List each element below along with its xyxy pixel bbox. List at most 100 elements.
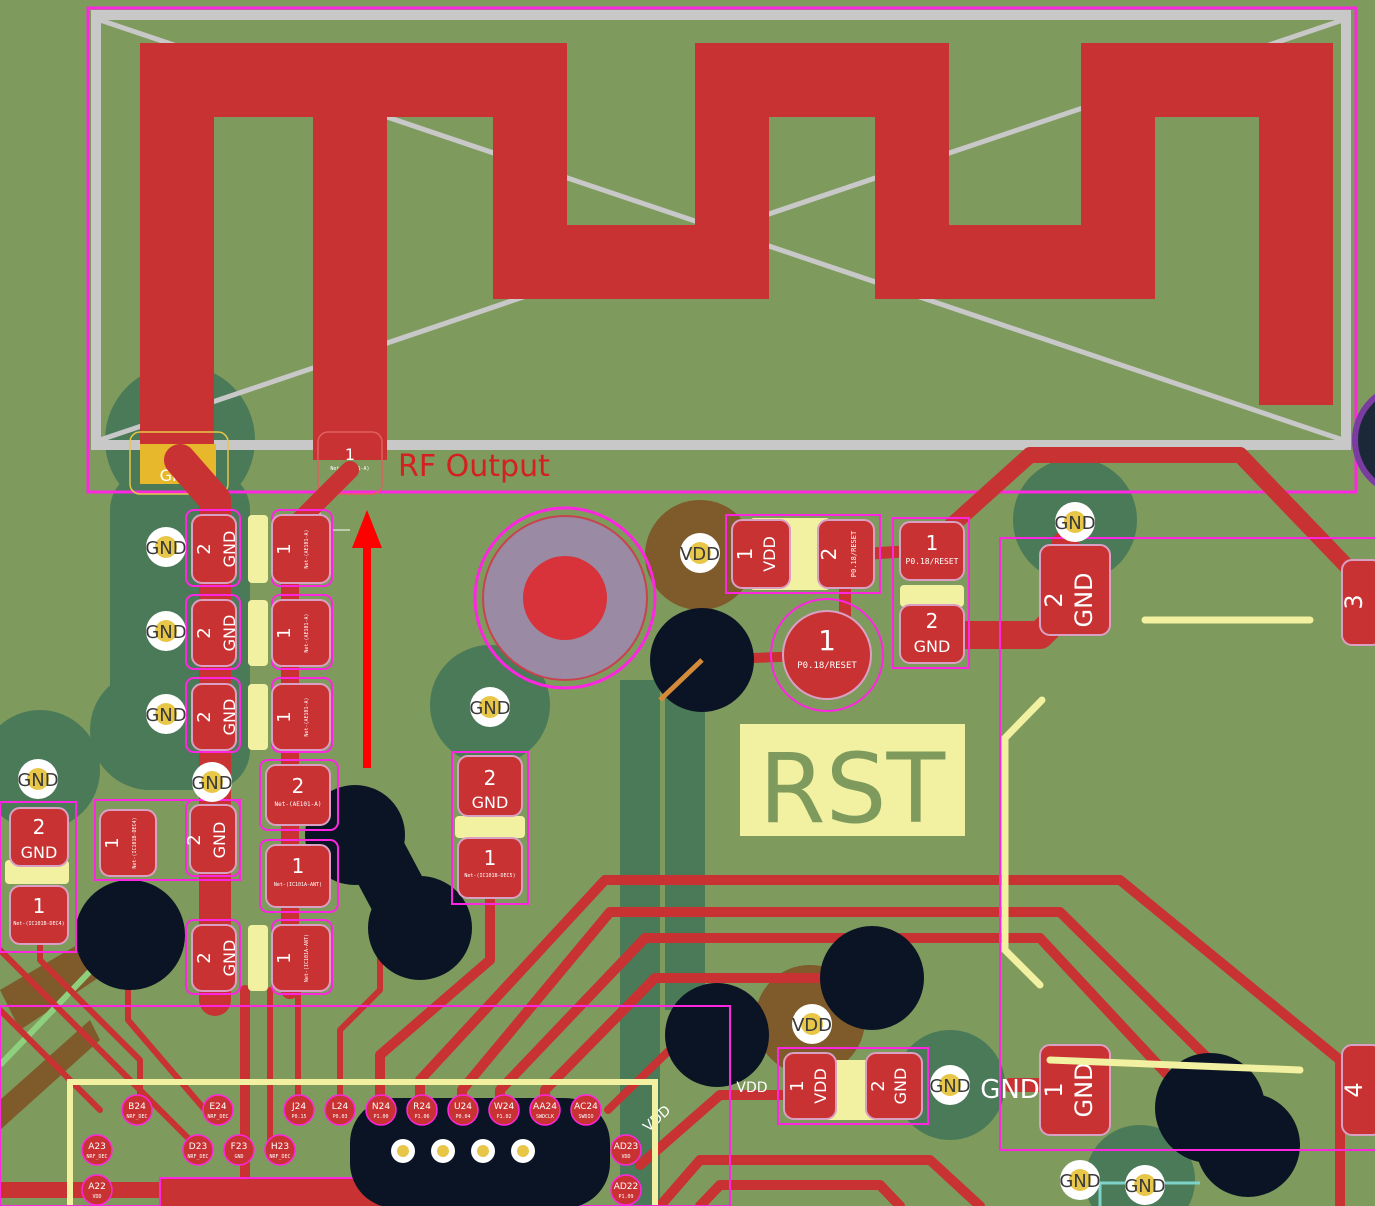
reset-tp-num: 1	[818, 624, 836, 657]
trace-vdd-label-1: VDD	[736, 1080, 767, 1096]
via-gnd[interactable]: GND	[17, 759, 59, 799]
edge-component-ring	[1352, 393, 1375, 487]
pads-left[interactable]	[9, 755, 523, 945]
via-gnd[interactable]: GND	[145, 527, 187, 567]
smd-column-b	[0, 509, 529, 995]
via-vdd[interactable]: VDD	[680, 533, 720, 573]
bga-pad-disc	[121, 1094, 153, 1126]
via-gnd[interactable]: GND	[469, 687, 511, 727]
via-label: GND	[145, 538, 186, 559]
pad-labels: 2 GND 2 GND 2 GND 2 GND 2 GND 1 Net-(AE1…	[13, 529, 515, 982]
bga-pad-disc	[570, 1094, 602, 1126]
sw-c2-net: P0.18/RESET	[850, 530, 858, 577]
via-hole	[1134, 1174, 1156, 1196]
bga-pad-disc	[223, 1134, 255, 1166]
via-gnd[interactable]: GND	[191, 762, 233, 802]
bga-pad-net: NRF_DEC	[187, 1154, 208, 1160]
via-group: GND GND GND GND GND GND GND GND GND GND VDD VDD	[17, 502, 1166, 1205]
sw-r1-num: 1	[926, 531, 939, 555]
via-gnd[interactable]: GND	[1054, 502, 1096, 542]
via-hole	[27, 768, 49, 790]
rf-output-label: RF Output	[398, 449, 550, 484]
via-gnd[interactable]: GND	[1059, 1160, 1101, 1200]
smd-column-a	[185, 509, 241, 995]
via-label: GND	[1124, 1176, 1165, 1197]
bga-pad-name: A22	[88, 1182, 106, 1192]
bga-pad-name: N24	[372, 1102, 390, 1112]
bga-pad-net: NRF_DEC	[126, 1114, 147, 1120]
pad-a4-net: GND	[210, 822, 229, 859]
via-gnd[interactable]: GND	[1124, 1165, 1166, 1205]
pad-a2-net: GND	[220, 615, 239, 652]
pads-col-b[interactable]	[265, 514, 331, 992]
bga-pad-disc	[264, 1134, 296, 1166]
via-hole	[155, 536, 177, 558]
bga-pad-name: U24	[454, 1102, 472, 1112]
bga-pad-name: W24	[494, 1102, 515, 1112]
bga-pad-net: P0.03	[332, 1114, 347, 1120]
bga-pad-net: SWDIO	[578, 1114, 593, 1120]
bga-pad-net: GND	[234, 1154, 243, 1160]
cap-b1-num: 1	[787, 1080, 808, 1091]
pad-l1-net: GND	[21, 843, 58, 862]
bga-pad-disc	[81, 1134, 113, 1166]
bga-pad-disc	[610, 1134, 642, 1166]
pad-l2-num: 1	[33, 894, 46, 918]
pad-a2-num: 2	[194, 627, 215, 638]
via-gnd[interactable]: GND	[145, 694, 187, 734]
via-gnd[interactable]: GND	[929, 1065, 971, 1105]
pad-l1-num: 2	[33, 815, 46, 839]
bga-pad-name: R24	[413, 1102, 431, 1112]
via-gnd[interactable]: GND	[145, 611, 187, 651]
bottom-gnd-label: GND	[980, 1075, 1040, 1105]
bga-pad-name: F23	[231, 1142, 248, 1152]
silk-right-part	[1001, 616, 1314, 1074]
via-hole	[801, 1013, 823, 1035]
via-label: VDD	[792, 1015, 832, 1036]
pad-b3-net: Net-(AE101-A)	[304, 697, 310, 736]
pad-m1-net: GND	[472, 793, 509, 812]
bga-pad-net: NRF_DEC	[207, 1114, 228, 1120]
sw-c1-num: 1	[733, 548, 757, 561]
via-hole	[201, 771, 223, 793]
bga-pad-name: D23	[189, 1142, 207, 1152]
via-label: GND	[145, 705, 186, 726]
bga-pad-disc	[182, 1134, 214, 1166]
bga-pad-disc	[488, 1094, 520, 1126]
via-vdd[interactable]: VDD	[792, 1004, 832, 1044]
via-label: GND	[469, 698, 510, 719]
drill-shadows	[75, 608, 1300, 1197]
pad-m2-net: Net-(IC101B-DEC5)	[464, 873, 515, 879]
pad-m2-num: 1	[484, 846, 497, 870]
pad-b6-net: Net-(IC101A-ANT)	[304, 934, 310, 982]
pad-b1-net: Net-(AE101-A)	[304, 529, 310, 568]
bga-pad-disc	[81, 1174, 113, 1206]
pads-col-a[interactable]	[189, 514, 237, 992]
pcb-edge-line	[0, 1005, 731, 1206]
orange-link	[658, 658, 704, 702]
via-hole	[1069, 1169, 1091, 1191]
reset-pads[interactable]	[731, 519, 1375, 1136]
pad-b4-net: Net-(AE101-A)	[275, 801, 322, 808]
pad-a5-net: GND	[220, 940, 239, 977]
bga-pad-net: P1.00	[373, 1114, 388, 1120]
